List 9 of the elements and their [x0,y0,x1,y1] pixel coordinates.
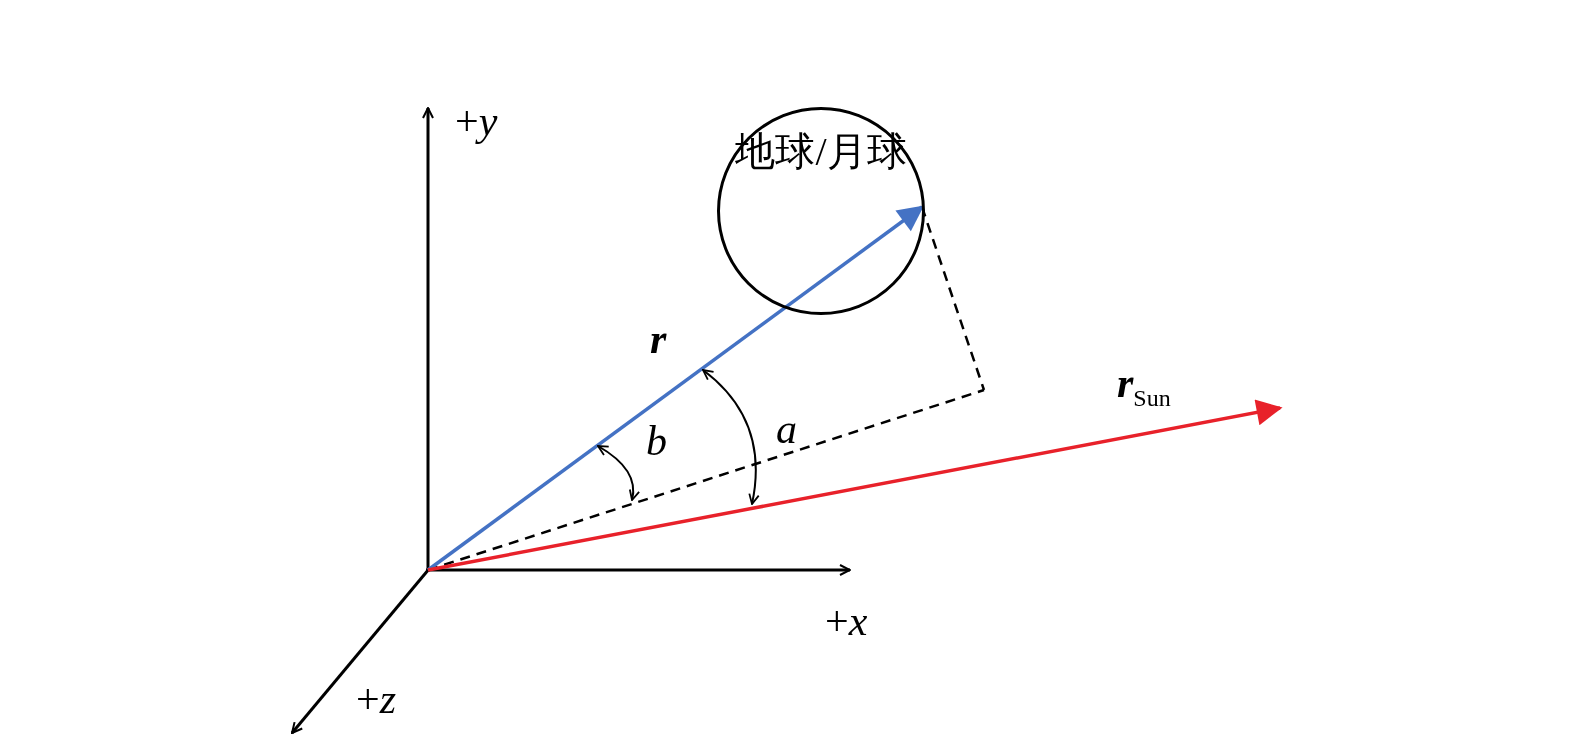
body-circle [717,107,925,315]
axis-label: +y [455,100,498,142]
angle-label: a [776,408,797,450]
axis-label: +z [356,678,397,720]
vector-label: r$_{Sun}$ [1117,362,1171,411]
axis-label: +x [825,600,868,642]
angle-label: b [646,420,667,462]
vector-label: r [650,318,667,360]
body-label: 地球/月球 [735,132,907,172]
